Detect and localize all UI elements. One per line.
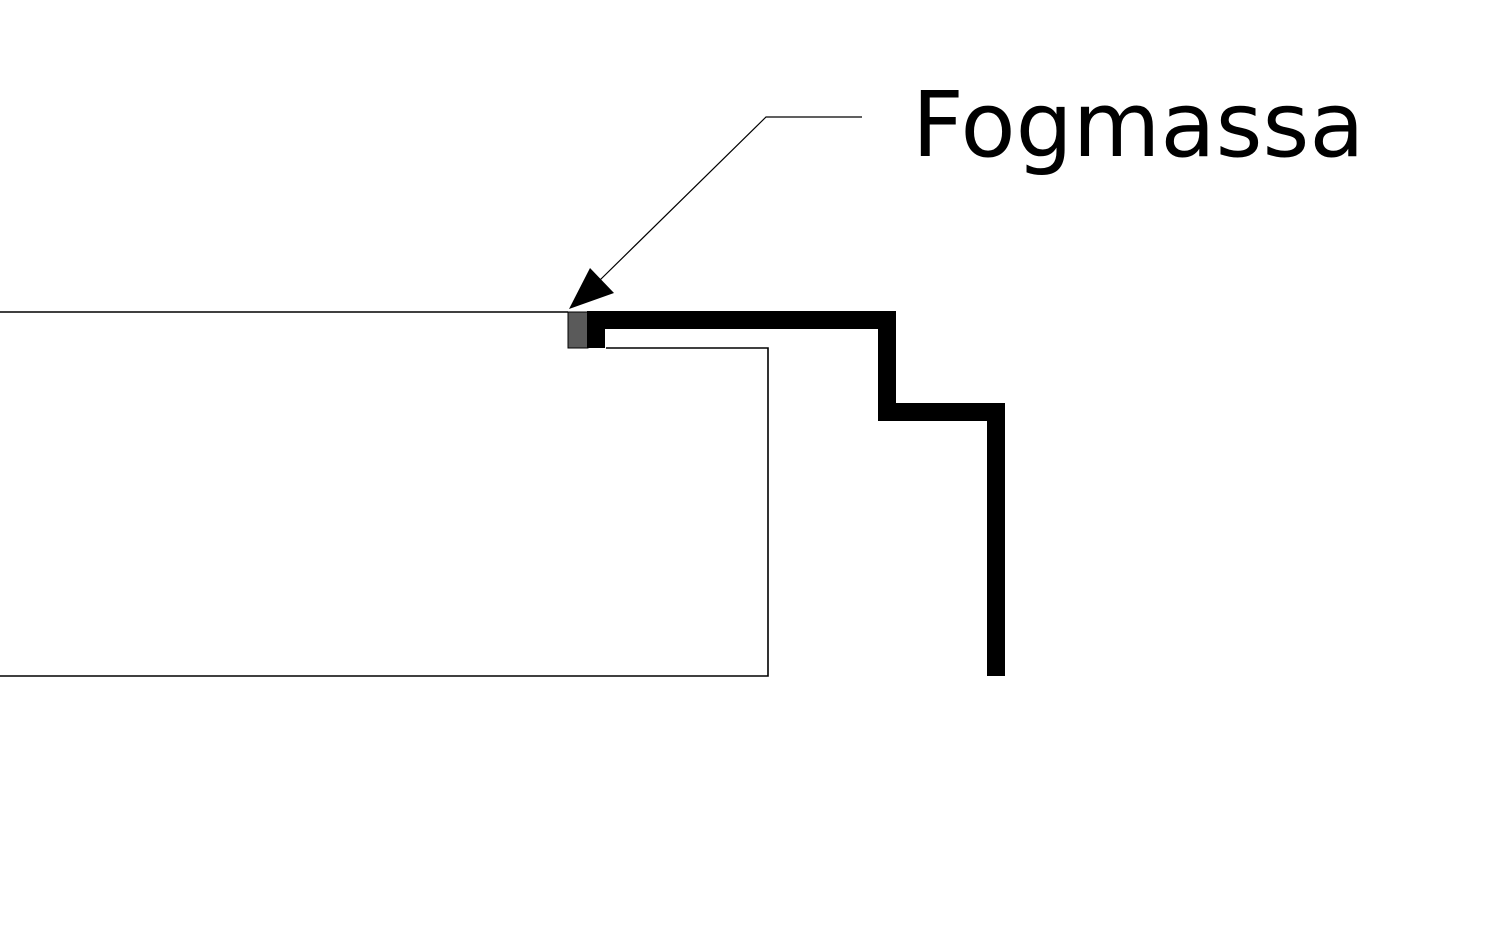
callout-label: Fogmassa — [912, 73, 1365, 178]
sealant-bead — [567, 311, 589, 349]
panel-outline — [0, 311, 769, 677]
stepped-profile — [587, 311, 1005, 676]
leader-line — [599, 116, 862, 281]
leader-arrowhead — [569, 268, 614, 309]
